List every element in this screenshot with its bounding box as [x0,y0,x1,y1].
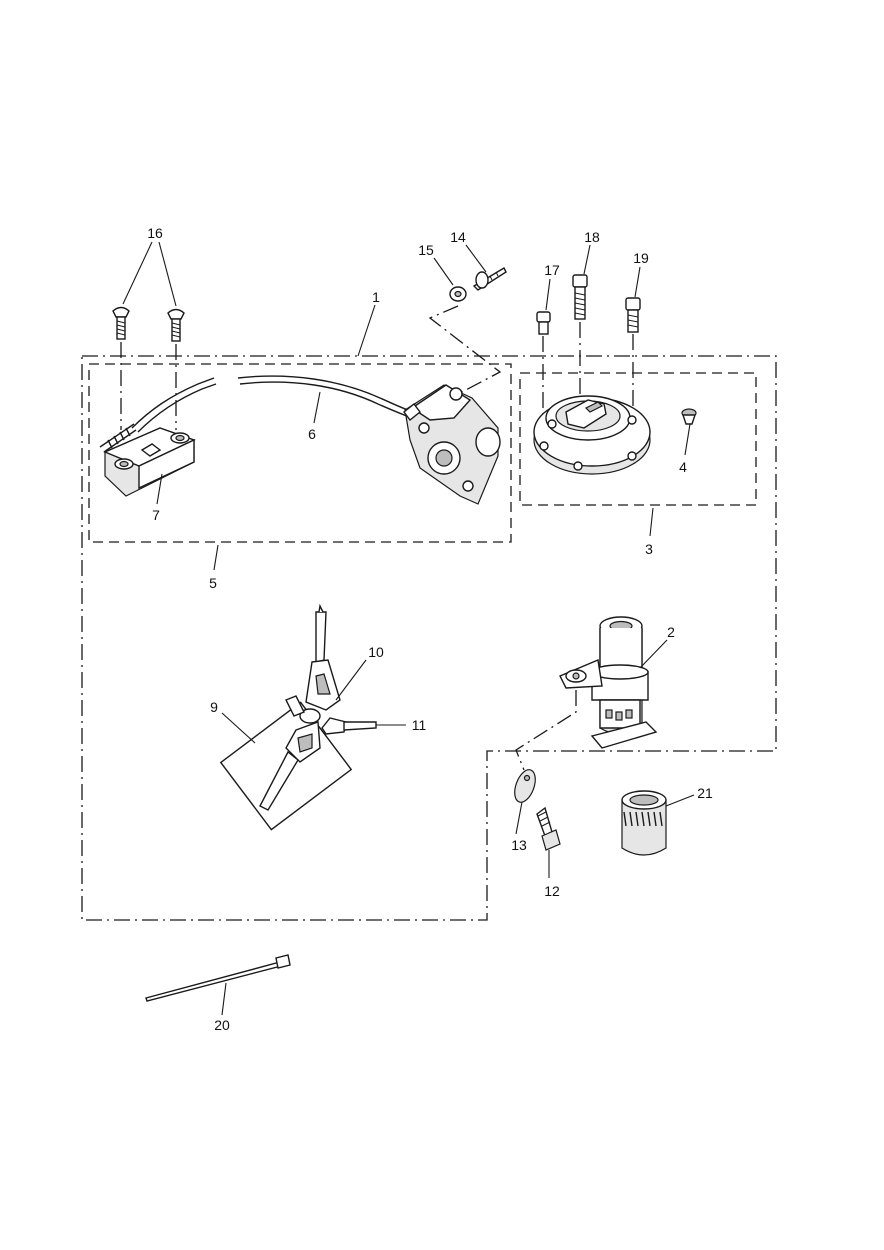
screw-16-left [112,306,130,340]
key-group-boundary-9 [219,701,353,831]
bolt-17 [536,311,551,335]
tag-13 [514,769,536,803]
callout-5: 5 [209,575,217,591]
lock-housing-5 [403,384,501,505]
subgroup-boundary-5 [88,363,512,543]
leader-21 [665,794,695,807]
cable-6-left [131,377,215,429]
subgroup-boundary-3 [519,372,757,506]
screw-16-right [167,308,185,342]
bolt-18 [572,274,588,320]
leader-17 [545,278,551,311]
ignition-switch-axis [515,690,577,771]
bolt-12 [536,806,561,851]
leader-6 [313,391,321,424]
leader-10 [335,659,367,701]
key-11 [285,695,377,735]
washer-15 [449,286,467,302]
callout-9: 9 [210,699,218,715]
leader-19 [634,266,641,298]
leader-4 [684,423,691,456]
leader-20 [221,982,227,1016]
callout-19: 19 [633,250,649,266]
leader-5 [213,544,219,571]
callout-21: 21 [697,785,713,801]
cable-6-right-b [239,381,413,419]
leader-9 [221,712,256,744]
callout-6: 6 [308,426,316,442]
sleeve-21 [621,790,667,856]
callout-14: 14 [450,229,466,245]
bolt-19 [625,297,641,333]
kit-boundary-1 [81,355,777,921]
callout-12: 12 [544,883,560,899]
small-screw-4 [681,408,697,425]
leader-7 [156,473,163,505]
leader-14 [465,244,487,273]
leader-1 [357,304,376,357]
cable-6-left-b [137,383,217,433]
callout-3: 3 [645,541,653,557]
pin-14 [472,267,507,291]
leader-3 [649,507,654,537]
cable-6-right [237,375,415,413]
callout-4: 4 [679,459,687,475]
callout-20: 20 [214,1017,230,1033]
callout-1: 1 [372,289,380,305]
callout-7: 7 [152,507,160,523]
lock-housing-fastener-path [428,305,502,393]
callout-13: 13 [511,837,527,853]
leader-13 [515,801,523,835]
key-9 [259,721,321,811]
callout-2: 2 [667,624,675,640]
seat-latch-7 [99,423,196,497]
key-10 [305,603,341,711]
callout-16: 16 [147,225,163,241]
leader-2 [639,639,668,669]
leader-15 [433,257,454,286]
leader-18 [583,244,591,275]
cable-tie-20 [145,954,291,1002]
callout-17: 17 [544,262,560,278]
leader-16-right [158,241,177,307]
leader-16-left [122,241,153,305]
callout-18: 18 [584,229,600,245]
callout-10: 10 [368,644,384,660]
callout-11: 11 [412,717,427,733]
fuel-cap-3 [533,395,651,475]
callout-15: 15 [418,242,434,258]
ignition-switch-2 [559,616,658,749]
